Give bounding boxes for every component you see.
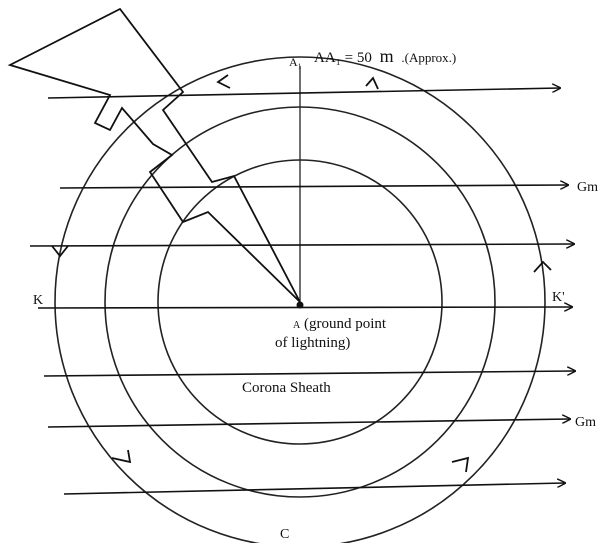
label-approx: .(Approx.) <box>401 50 456 65</box>
field-line <box>47 88 560 99</box>
label-k-right: K' <box>552 290 565 305</box>
field-line <box>59 185 568 188</box>
label-corona-sheath: Corona Sheath <box>242 380 331 396</box>
label-a-line2: of lightning) <box>275 335 350 351</box>
circulation-arrows <box>51 74 552 473</box>
field-line <box>47 419 570 428</box>
ring-arrow <box>533 260 552 273</box>
label-c: C <box>280 527 289 542</box>
label-gm-upper: Gm <box>577 180 598 195</box>
field-line <box>43 371 575 377</box>
ring-arrow <box>451 456 470 473</box>
label-gm-lower: Gm <box>575 415 596 430</box>
label-a-line1: (ground point <box>304 316 387 332</box>
label-distance-text: AA₁ = 50 <box>314 50 372 66</box>
label-distance-unit: m <box>380 46 394 66</box>
label-a-ground-point: A (ground point <box>293 316 387 332</box>
field-lines <box>29 88 575 495</box>
ring-arrow <box>365 76 379 90</box>
ring-arrow <box>216 74 231 89</box>
field-line <box>63 483 565 495</box>
field-line <box>37 307 572 308</box>
label-a1: A₁ <box>289 55 302 69</box>
ring-arrow <box>111 449 132 464</box>
field-line <box>29 244 574 246</box>
outer-ring <box>54 56 546 543</box>
lightning-bolt <box>7 7 301 303</box>
ring-arrow <box>51 245 69 258</box>
label-a-prefix: A <box>293 320 301 331</box>
label-k-left: K <box>33 293 43 308</box>
ground-point-a <box>296 301 304 309</box>
label-distance: AA₁ = 50 m .(Approx.) <box>314 46 456 66</box>
